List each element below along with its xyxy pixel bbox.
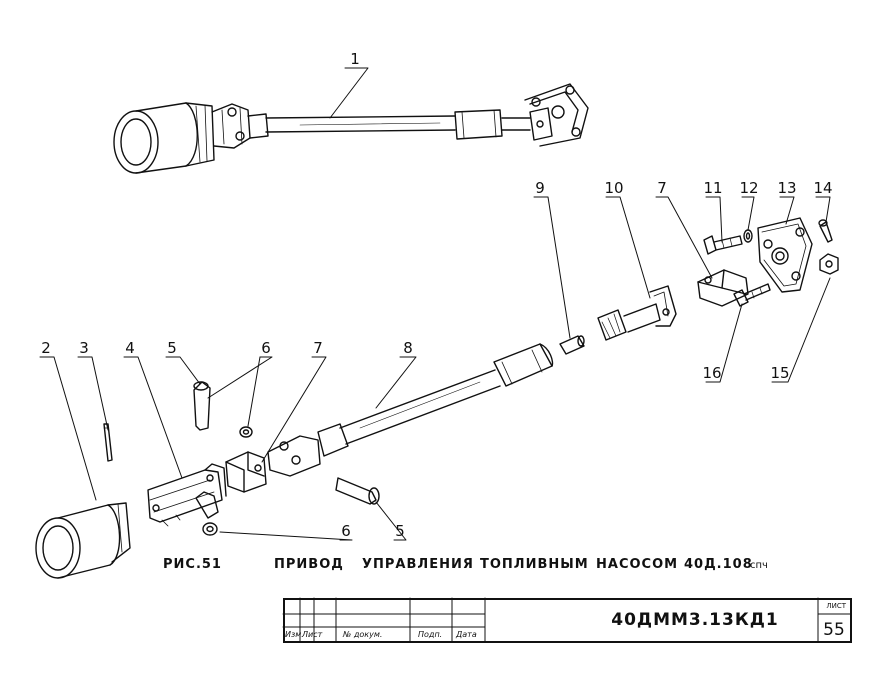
column-signature: Подп. (418, 630, 443, 639)
part-9-bushing (559, 335, 585, 355)
callout-1: 1 (350, 50, 360, 68)
part-2-sleeve (35, 502, 131, 579)
callout-14: 14 (813, 179, 833, 197)
callout-9: 9 (535, 179, 545, 197)
sheet-number: 55 (823, 620, 845, 640)
figure-title-word: ТОПЛИВНЫМ (480, 557, 589, 572)
callout-5: 5 (167, 339, 177, 357)
column-date: Дата (456, 630, 477, 639)
figure-title-word: ПРИВОД (274, 557, 344, 572)
callout-6: 6 (261, 339, 271, 357)
figure-title-word: УПРАВЛЕНИЯ (362, 557, 474, 572)
callout-12: 12 (739, 179, 759, 197)
callout-4: 4 (125, 339, 135, 357)
callout-8: 8 (403, 339, 413, 357)
figure-title-suffix: спч (750, 560, 768, 571)
callout-2: 2 (41, 339, 51, 357)
column-izm: Изм. (285, 630, 304, 639)
document-code: 40ДММ3.13КД1 (611, 610, 779, 630)
column-list: Лист (302, 630, 323, 639)
assembled-drive-unit (113, 83, 589, 174)
figure-label: РИС.51 (163, 557, 222, 572)
callout-5: 5 (395, 522, 405, 540)
part-8-rod (267, 343, 554, 477)
title-block-grid (282, 597, 851, 642)
title-block: Изм. Лист № докум. Подп. Дата 40ДММ3.13К… (283, 598, 852, 643)
sheet-label: ЛИСТ (826, 602, 846, 610)
callout-16: 16 (702, 364, 722, 382)
part-4-fork (147, 463, 227, 527)
column-doc-number: № докум. (343, 630, 383, 639)
part-16-screw (733, 283, 771, 307)
part-14-split-pin (818, 219, 833, 243)
part-10-splined-fork (597, 285, 677, 341)
part-5-pin-upper (193, 381, 211, 431)
part-7-block-left (225, 451, 267, 493)
callout-leader-lines (39, 67, 831, 541)
part-7-block-right (697, 269, 749, 307)
part-11-bolt (703, 235, 743, 255)
part-12-washer (743, 229, 753, 243)
callout-15: 15 (770, 364, 790, 382)
part-6-washer-upper (239, 426, 253, 438)
callout-7: 7 (313, 339, 323, 357)
callout-10: 10 (604, 179, 624, 197)
figure-title-word: 40Д.108 (684, 557, 753, 572)
part-15-nut (819, 253, 839, 275)
part-13-flange (757, 217, 813, 293)
callout-7: 7 (657, 179, 667, 197)
figure-title-word: НАСОСОМ (596, 557, 679, 572)
part-5-pin-lower (335, 477, 380, 505)
callout-13: 13 (777, 179, 797, 197)
callout-11: 11 (703, 179, 723, 197)
callout-3: 3 (79, 339, 89, 357)
part-6-washer-lower (202, 522, 218, 536)
callout-6: 6 (341, 522, 351, 540)
